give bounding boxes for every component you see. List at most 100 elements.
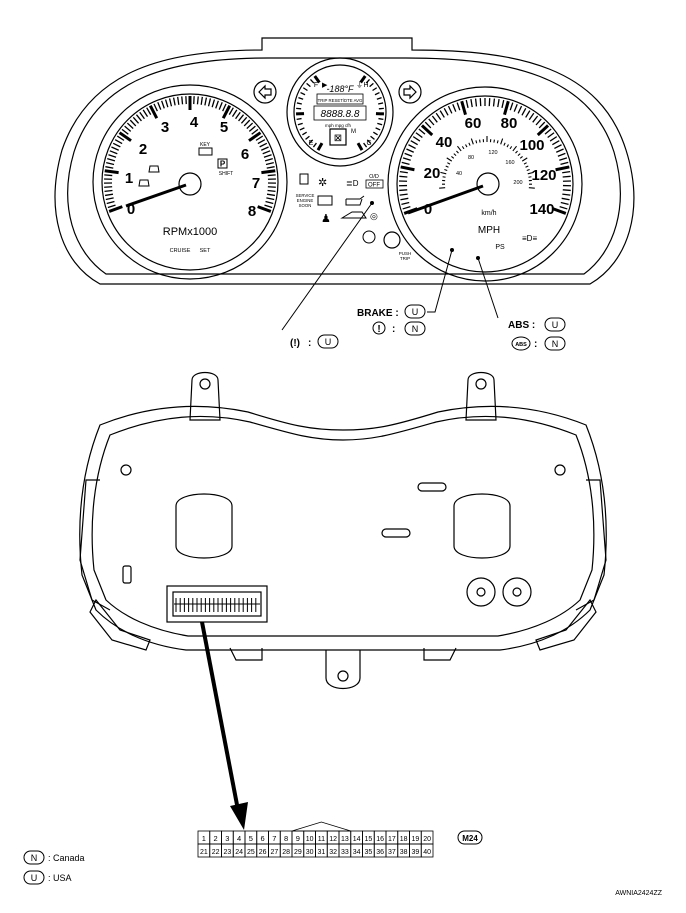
speedo-tick xyxy=(453,104,456,111)
oil-pressure-icon xyxy=(346,196,364,205)
tach-tick xyxy=(140,112,145,118)
speedo-tick xyxy=(494,99,495,107)
rear-connector-pins xyxy=(174,598,260,612)
connector-pin-number: 22 xyxy=(212,849,220,856)
speaker-right xyxy=(503,578,531,606)
tach-tick xyxy=(266,163,274,165)
kmh-tick xyxy=(462,146,464,149)
tach-tick xyxy=(104,175,112,176)
airbag-icon: ✲ xyxy=(318,177,327,189)
tach-tick xyxy=(113,143,120,147)
connector-pin-number: 33 xyxy=(341,849,349,856)
speedo-tick xyxy=(416,133,422,138)
speedometer-ring xyxy=(397,96,573,272)
tach-tick xyxy=(174,98,176,106)
right-lower-clip xyxy=(536,600,596,650)
right-arrow-icon xyxy=(404,86,416,98)
temp-tick xyxy=(370,83,374,86)
speedo-tick xyxy=(444,108,448,115)
left-lower-clip xyxy=(90,600,150,650)
connector-pin-number: 14 xyxy=(353,836,361,843)
od-label: O/D xyxy=(369,174,379,180)
speedometer-outer-ring xyxy=(388,87,582,281)
off-label: OFF xyxy=(368,183,380,189)
mph-number-100: 100 xyxy=(519,137,544,154)
fuel-tick xyxy=(298,98,303,100)
tach-tick xyxy=(130,120,136,126)
tach-tick xyxy=(249,126,255,131)
figure-id: AWNIA2424ZZ xyxy=(615,890,663,897)
tach-tick xyxy=(258,207,271,212)
kmh-tick xyxy=(469,143,470,146)
speedo-tick xyxy=(419,129,425,134)
speedo-tick xyxy=(401,202,409,204)
left-arrow-icon xyxy=(259,86,271,98)
speedo-tick xyxy=(560,162,568,164)
speedo-tick xyxy=(457,103,460,111)
connector-pin-number: 18 xyxy=(400,836,408,843)
tach-tick xyxy=(219,102,222,109)
connector-pin-number: 24 xyxy=(235,849,243,856)
connector-pin-number: 31 xyxy=(317,849,325,856)
battery-icon xyxy=(318,196,332,205)
tpms-icon: (!) xyxy=(290,338,300,349)
tach-tick xyxy=(105,190,113,191)
speedo-tick xyxy=(399,190,407,191)
tach-tick xyxy=(244,120,250,126)
tach-tick xyxy=(105,194,113,195)
connector-pin-number: 17 xyxy=(388,836,396,843)
tach-tick xyxy=(229,108,233,115)
high-beam-icon: ≣D xyxy=(346,179,359,188)
tach-number-4: 4 xyxy=(190,114,199,131)
speedo-tick xyxy=(406,149,413,152)
connector-pin-number: 9 xyxy=(296,834,300,843)
left-arrow-button xyxy=(254,81,276,103)
tach-tick xyxy=(232,110,236,117)
speedo-tick xyxy=(561,202,569,204)
tach-tick xyxy=(147,108,151,115)
kmh-number-200: 200 xyxy=(513,180,522,186)
tach-tick xyxy=(170,98,172,106)
connector-pin-number: 39 xyxy=(411,849,419,856)
right-gauge-boss xyxy=(454,494,510,558)
speedo-tick xyxy=(522,108,526,115)
speedo-tick xyxy=(550,137,557,141)
speedo-tick xyxy=(403,207,411,209)
legend-n-code: N xyxy=(31,853,38,863)
fuel-tick xyxy=(300,128,305,130)
connector-pin-number: 6 xyxy=(261,834,265,843)
tach-tick xyxy=(166,100,168,108)
bottom-mounting-tab xyxy=(326,650,360,689)
mph-number-60: 60 xyxy=(465,115,482,132)
right-mounting-tab xyxy=(466,373,496,421)
tpms-leader-dot xyxy=(371,202,374,205)
speedo-tick xyxy=(556,167,570,170)
kmh-tick xyxy=(526,166,529,167)
key-icon xyxy=(199,148,212,155)
speedo-tick xyxy=(562,198,570,199)
connector-pin-number: 5 xyxy=(249,834,253,843)
tach-tick xyxy=(178,97,179,105)
fuel-tick xyxy=(298,123,303,124)
fuel-tick xyxy=(297,119,302,120)
seatbelt-icon: ♟ xyxy=(321,213,331,225)
temp-tick xyxy=(358,143,362,150)
speedo-tick xyxy=(413,137,420,141)
connector-pin-number: 19 xyxy=(411,836,419,843)
brake-n-text: N xyxy=(412,324,419,334)
speedo-tick xyxy=(529,113,534,120)
kmh-tick xyxy=(516,151,518,153)
temp-tick xyxy=(376,128,381,130)
connector-key-tab xyxy=(292,822,351,831)
speedo-tick xyxy=(448,106,451,113)
left-small-slot xyxy=(123,566,131,583)
temp-tick xyxy=(378,119,383,120)
kmh-tick xyxy=(456,151,458,153)
kmh-tick xyxy=(451,156,453,158)
speedo-tick xyxy=(556,149,563,152)
abs-leader-line xyxy=(478,258,498,318)
kmh-tick xyxy=(476,140,477,143)
speedo-tick xyxy=(400,172,408,173)
connector-pin-number: 15 xyxy=(364,836,372,843)
kmh-tick xyxy=(522,158,527,161)
